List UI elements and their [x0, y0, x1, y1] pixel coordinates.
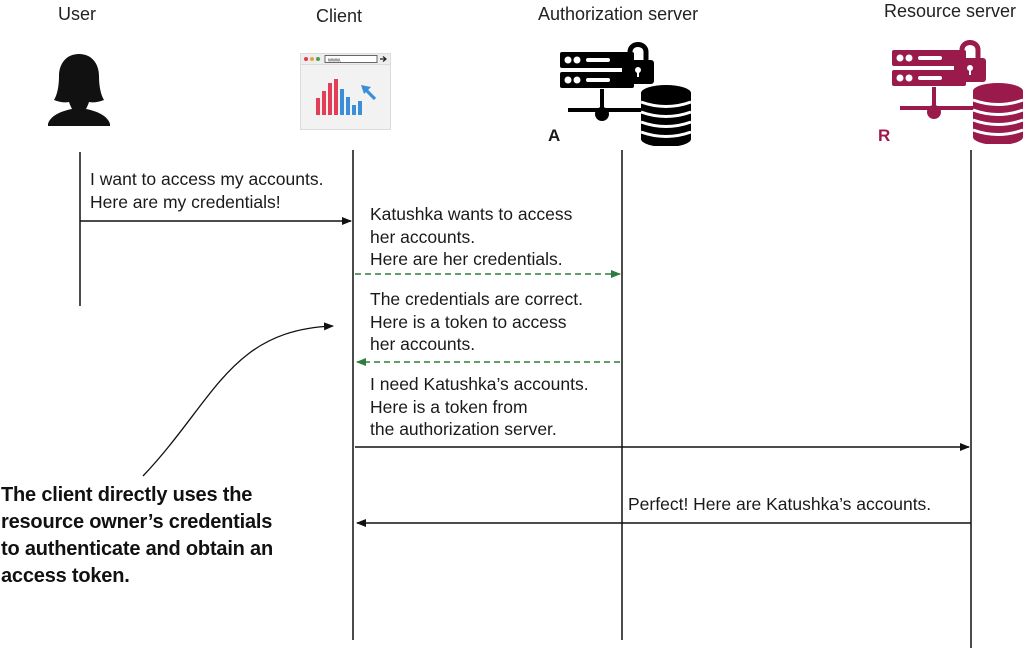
- note-line: access token.: [1, 565, 130, 587]
- actor-label-client: Client: [316, 6, 363, 26]
- note-line: to authenticate and obtain an: [1, 538, 273, 560]
- message-line: The credentials are correct.: [370, 289, 584, 309]
- message-line: Katushka wants to access: [370, 204, 573, 224]
- message-auth-to-client: The credentials are correct. Here is a t…: [370, 288, 583, 356]
- annotation-note: The client directly uses the resource ow…: [1, 482, 273, 590]
- message-client-to-auth: Katushka wants to access her accounts. H…: [370, 203, 572, 271]
- message-line: Here is a token to access: [370, 311, 567, 332]
- browser-url-text: www.: [327, 57, 342, 63]
- server-database-lock-icon: [560, 42, 692, 146]
- message-line: her accounts.: [370, 334, 476, 354]
- message-line: Here is a token from: [370, 396, 528, 417]
- message-line: Perfect! Here are Katushka’s accounts.: [628, 494, 932, 514]
- note-line: The client directly uses the: [1, 484, 253, 506]
- note-pointer-curve: [142, 322, 334, 477]
- server-database-lock-icon: [892, 40, 1024, 144]
- message-line: the authorization server.: [370, 419, 557, 439]
- actor-label-authorization-server: Authorization server: [538, 4, 699, 24]
- message-client-to-resource: I need Katushka’s accounts. Here is a to…: [370, 373, 589, 441]
- resource-server-letter: R: [878, 126, 891, 145]
- message-resource-to-client: Perfect! Here are Katushka’s accounts.: [628, 493, 931, 516]
- authorization-server-letter: A: [548, 126, 561, 145]
- actor-label-user: User: [58, 4, 97, 24]
- message-line: I need Katushka’s accounts.: [370, 374, 589, 394]
- message-line: Here are my credentials!: [90, 191, 281, 212]
- message-line: Here are her credentials.: [370, 249, 563, 269]
- message-user-request: I want to access my accounts. Here are m…: [90, 168, 323, 213]
- actor-label-resource-server: Resource server: [884, 1, 1017, 21]
- user-silhouette-icon: [48, 54, 110, 126]
- note-line: resource owner’s credentials: [1, 511, 273, 533]
- message-line: I want to access my accounts.: [90, 169, 324, 189]
- browser-chart-icon: www.: [300, 53, 391, 130]
- message-line: her accounts.: [370, 226, 476, 247]
